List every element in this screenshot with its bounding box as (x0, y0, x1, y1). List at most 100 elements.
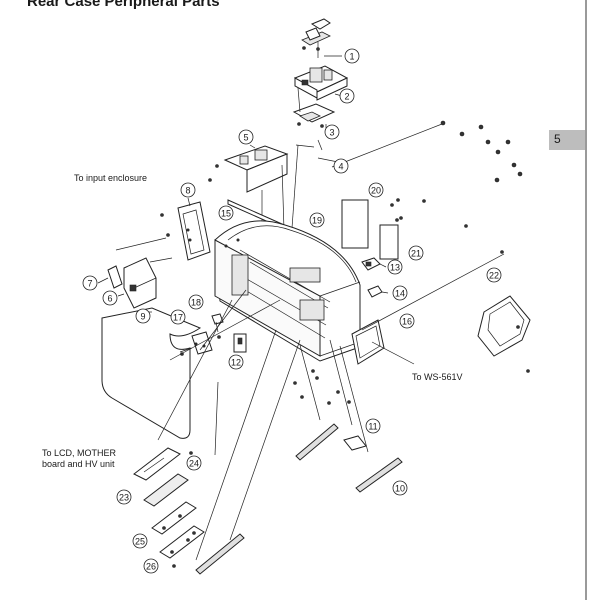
part-1-connector (301, 18, 342, 58)
callout-number: 3 (329, 128, 334, 138)
callout-circle (309, 212, 325, 228)
part-22-frame (361, 250, 531, 373)
part-13-component (361, 257, 387, 271)
callout-number: 11 (368, 422, 377, 432)
callout-number: 2 (344, 92, 349, 102)
label-to-input-enclosure: To input enclosure (74, 173, 147, 183)
callout-circle (339, 88, 355, 104)
section-tab-label: 5 (554, 132, 561, 146)
part-9-panel (101, 307, 202, 439)
callout-number: 26 (146, 562, 156, 572)
part-7-bracket (97, 237, 173, 289)
callout-circle (82, 275, 98, 291)
callout-18: 18 (188, 294, 204, 310)
part-15-rear-case (214, 220, 361, 362)
label-to-lcd-line1: To LCD, MOTHER (42, 448, 117, 458)
callout-21: 21 (408, 245, 424, 261)
callout-circle (238, 129, 254, 145)
callout-circle (228, 354, 244, 370)
callout-number: 6 (107, 294, 112, 304)
callout-7: 7 (82, 275, 98, 291)
callout-number: 18 (191, 298, 201, 308)
callout-circle (333, 158, 349, 174)
callout-circle (399, 313, 415, 329)
part-14-component (367, 285, 389, 298)
part-foot-left (295, 423, 339, 461)
callout-16: 16 (399, 313, 415, 329)
callout-number: 14 (395, 289, 405, 299)
callout-15: 15 (218, 205, 234, 221)
label-to-ws561v: To WS-561V (412, 372, 463, 382)
callout-number: 19 (312, 216, 322, 226)
part-2-bracket (293, 65, 349, 101)
part-17-plate (179, 331, 221, 356)
callout-number: 22 (489, 271, 499, 281)
callout-circle (344, 48, 360, 64)
label-to-lcd-line2: board and HV unit (42, 459, 115, 469)
part-5-bracket (208, 144, 289, 193)
part-4-rod (295, 139, 339, 163)
callout-circle (365, 418, 381, 434)
part-foot-bottom (195, 533, 245, 575)
callout-number: 10 (395, 484, 405, 494)
callout-circle (486, 267, 502, 283)
part-18-clip (211, 313, 224, 333)
callout-number: 5 (243, 133, 248, 143)
callout-number: 21 (411, 249, 421, 259)
callout-circle (102, 290, 118, 306)
callout-23: 23 (116, 489, 132, 505)
callout-number: 8 (185, 186, 190, 196)
part-24-plate (133, 447, 181, 481)
callout-number: 15 (221, 209, 231, 219)
callout-number: 16 (402, 317, 412, 327)
callout-number: 25 (135, 537, 145, 547)
page-title: Rear Case Peripheral Parts (27, 0, 220, 10)
callout-circle (186, 455, 202, 471)
callout-4: 4 (333, 158, 349, 174)
part-10-foot-right (355, 457, 403, 493)
callout-circle (188, 294, 204, 310)
callout-9: 9 (135, 308, 151, 324)
callout-11: 11 (365, 418, 381, 434)
callout-1: 1 (344, 48, 360, 64)
callout-circle (170, 309, 186, 325)
callout-22: 22 (486, 267, 502, 283)
callout-17: 17 (170, 309, 186, 325)
callout-8: 8 (180, 182, 196, 198)
callout-circle (218, 205, 234, 221)
callout-13: 13 (387, 259, 403, 275)
callout-circle (180, 182, 196, 198)
callout-5: 5 (238, 129, 254, 145)
part-11-pad (343, 435, 367, 451)
part-25-plate (151, 501, 197, 535)
callout-number: 9 (140, 312, 145, 322)
callout-number: 7 (87, 279, 92, 289)
callout-circle (408, 245, 424, 261)
callout-10: 10 (392, 480, 408, 496)
callout-6: 6 (102, 290, 118, 306)
callout-number: 12 (231, 358, 241, 368)
part-8-frame (160, 197, 211, 261)
page-edge-rule (585, 0, 587, 600)
callout-number: 17 (173, 313, 183, 323)
part-23-plate (143, 473, 189, 507)
callout-19: 19 (309, 212, 325, 228)
part-12-switch (233, 333, 247, 353)
callout-26: 26 (143, 558, 159, 574)
callout-group: 1234567891011121314151617181920212223242… (82, 48, 502, 574)
callout-number: 4 (338, 162, 343, 172)
callout-3: 3 (324, 124, 340, 140)
callout-circle (324, 124, 340, 140)
part-21-panel (379, 224, 399, 260)
part-3-bracket (292, 103, 336, 130)
callout-circle (143, 558, 159, 574)
callout-25: 25 (132, 533, 148, 549)
section-tab[interactable]: 5 (549, 130, 585, 150)
callout-circle (116, 489, 132, 505)
part-6-box (117, 257, 157, 309)
callout-14: 14 (392, 285, 408, 301)
callout-20: 20 (368, 182, 384, 198)
callout-circle (392, 285, 408, 301)
callout-2: 2 (339, 88, 355, 104)
